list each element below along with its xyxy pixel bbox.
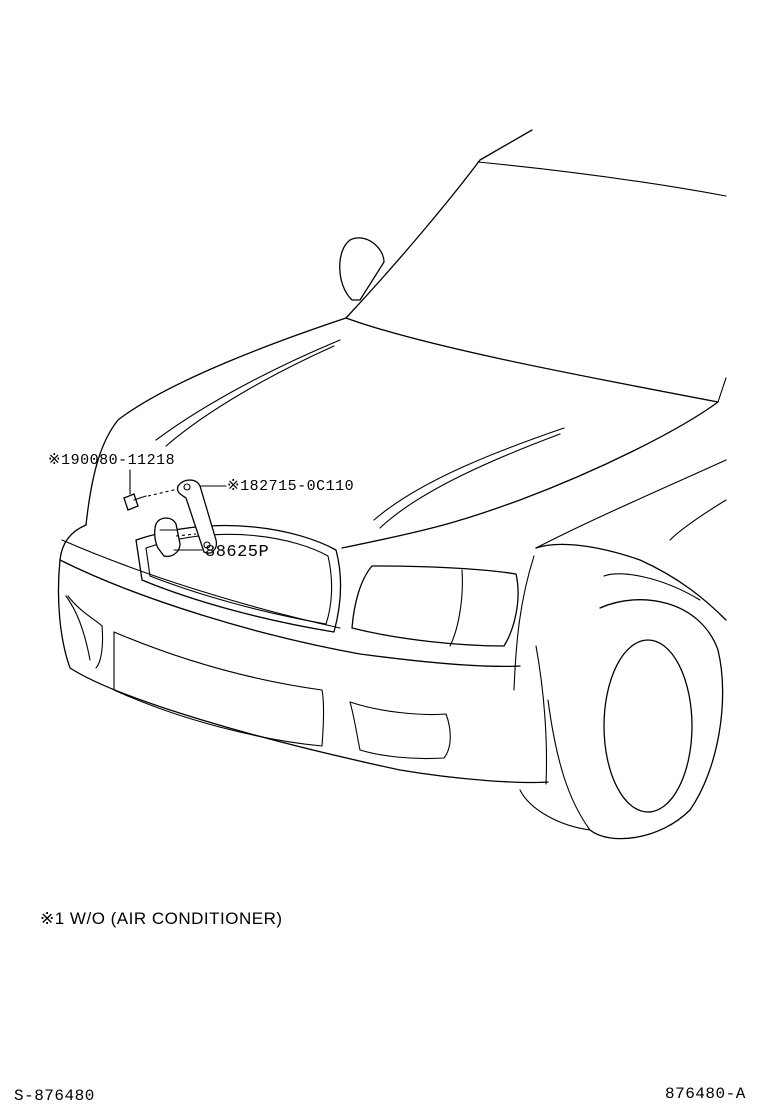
bolt-part xyxy=(123,493,139,511)
bolt-part-number: ※190080-11218 xyxy=(48,452,176,469)
bracket-part-number: ※182715-0C110 xyxy=(227,478,355,495)
horn-assembly xyxy=(123,479,218,558)
headlight xyxy=(351,565,519,647)
footer-left-code: S-876480 xyxy=(14,1087,95,1105)
grille xyxy=(135,525,342,633)
windshield-and-roof xyxy=(345,129,727,403)
fender xyxy=(513,499,727,691)
horn-part-number: 88625P xyxy=(205,543,270,562)
front-bumper xyxy=(57,524,549,785)
callout-leaders xyxy=(129,469,227,551)
horn-part xyxy=(154,517,181,558)
side-mirror xyxy=(339,237,385,301)
footnote: ※1 W/O (AIR CONDITIONER) xyxy=(40,909,283,928)
front-wheel xyxy=(519,599,724,840)
bracket-part xyxy=(176,479,218,554)
footer-right-code: 876480-A xyxy=(665,1085,746,1103)
hood xyxy=(85,317,727,549)
